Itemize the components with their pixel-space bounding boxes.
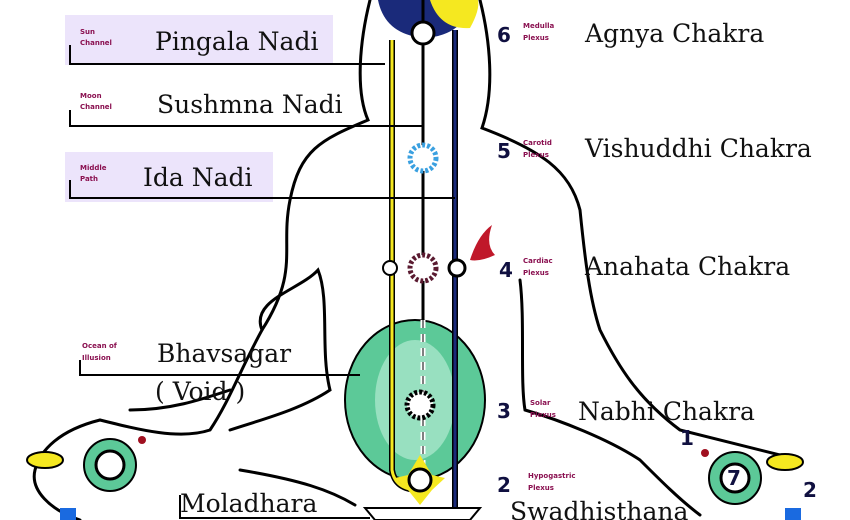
chakra-number: 3 xyxy=(497,399,511,423)
chakra-label-anahata: 4 Cardiac Plexus Anahata Chakra xyxy=(499,252,790,282)
void-sub2: Illusion xyxy=(82,354,111,362)
chakra-sub2: Plexus xyxy=(523,34,549,42)
chakra-name: Nabhi Chakra xyxy=(578,397,755,426)
pingala-node xyxy=(382,260,398,276)
chakra-sub2: Plexus xyxy=(523,151,549,159)
body-outline xyxy=(32,0,802,520)
chakra-sub1: Carotid xyxy=(523,139,552,147)
nadi-sub2: Channel xyxy=(80,39,112,47)
chakra-sub2: Plexus xyxy=(523,269,549,277)
left-hand xyxy=(26,436,146,520)
nadi-sub1: Middle xyxy=(80,164,107,172)
chakra-label-swadhisthana: 2 Hypogastric Plexus Swadhisthana xyxy=(497,472,689,520)
moladhara-base xyxy=(362,507,483,520)
chakra-label-nabhi: 3 Solar Plexus Nabhi Chakra xyxy=(497,397,755,426)
chakra-label-vishuddhi: 5 Carotid Plexus Vishuddhi Chakra xyxy=(497,134,812,163)
void-sub1: Ocean of xyxy=(82,342,118,350)
chakra-sub1: Solar xyxy=(530,399,551,407)
nabhi-node xyxy=(404,389,436,421)
chakra-number: 6 xyxy=(497,23,511,47)
chakra-sub1: Medulla xyxy=(523,22,555,30)
pingala-label-bg xyxy=(65,15,333,65)
ida-node xyxy=(447,258,467,278)
chakra-sub2: Plexus xyxy=(530,411,556,419)
nadi-name: Sushmna Nadi xyxy=(157,90,343,119)
hand-number-7: 7 xyxy=(727,466,741,490)
chakra-number: 5 xyxy=(497,139,511,163)
nadi-sub2: Path xyxy=(80,175,98,183)
chakra-label-agnya: 6 Medulla Plexus Agnya Chakra xyxy=(497,19,764,48)
hand-number-1: 1 xyxy=(680,426,694,450)
nadi-label-sushmna: Moon Channel Sushmna Nadi xyxy=(80,90,343,119)
nadi-label-ida: Middle Path Ida Nadi xyxy=(80,163,253,192)
right-hand: 7 1 2 xyxy=(680,426,817,520)
nadi-name: Ida Nadi xyxy=(143,163,253,192)
flame-icon xyxy=(470,225,495,261)
bhavsagar-label: Ocean of Illusion Bhavsagar ( Void ) xyxy=(82,339,291,406)
chakra-sub1: Cardiac xyxy=(523,257,553,265)
agnya-node xyxy=(410,20,436,46)
hand-number-2: 2 xyxy=(803,478,817,502)
nadi-sub1: Sun xyxy=(80,28,95,36)
leader-lines xyxy=(69,45,455,519)
void-name: Bhavsagar xyxy=(157,339,291,368)
chakra-name: Anahata Chakra xyxy=(584,252,790,281)
anahata-node xyxy=(407,252,439,284)
chakra-number: 2 xyxy=(497,473,511,497)
chakra-sub1: Hypogastric xyxy=(528,472,576,480)
nadi-sub2: Channel xyxy=(80,103,112,111)
moladhara-label: Moladhara xyxy=(180,489,318,518)
vishuddhi-node xyxy=(407,142,439,174)
chakra-name: Swadhisthana xyxy=(510,497,689,520)
void-subtitle: ( Void ) xyxy=(155,377,245,406)
chakra-name: Agnya Chakra xyxy=(584,19,764,48)
chakra-number: 4 xyxy=(499,258,513,282)
nadi-sub1: Moon xyxy=(80,92,102,100)
agnya-crescent xyxy=(378,0,479,38)
nadi-name: Pingala Nadi xyxy=(155,27,318,56)
ida-label-bg xyxy=(65,152,273,202)
nadi-label-pingala: Sun Channel Pingala Nadi xyxy=(80,27,318,56)
chakra-sub2: Plexus xyxy=(528,484,554,492)
swadhisthana-node xyxy=(407,467,433,493)
chakra-name: Vishuddhi Chakra xyxy=(584,134,812,163)
